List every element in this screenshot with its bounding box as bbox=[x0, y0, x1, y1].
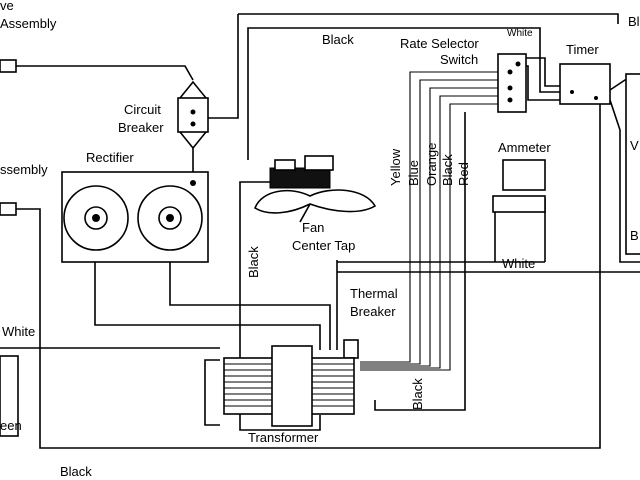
label-assembly-left: ssembly bbox=[0, 162, 48, 177]
label-red: Red bbox=[456, 162, 471, 186]
lower-plug bbox=[0, 202, 17, 216]
timer bbox=[559, 63, 611, 105]
circuit-breaker bbox=[177, 80, 209, 150]
label-thermal-breaker-line2: Breaker bbox=[350, 304, 396, 319]
label-thermal-breaker-line1: Thermal bbox=[350, 286, 398, 301]
label-right-edge-v: V bbox=[630, 138, 639, 153]
label-black-vertical: Black bbox=[246, 246, 261, 278]
label-circuit-breaker-line2: Breaker bbox=[118, 120, 164, 135]
label-fan-line1: Fan bbox=[302, 220, 324, 235]
rectifier bbox=[61, 171, 209, 263]
label-valve-line2: Assembly bbox=[0, 16, 57, 31]
top-plug bbox=[0, 59, 17, 73]
label-black-wire: Black bbox=[440, 154, 455, 186]
label-yellow: Yellow bbox=[388, 148, 403, 186]
label-rate-selector-line1: Rate Selector bbox=[400, 36, 479, 51]
label-timer: Timer bbox=[566, 42, 599, 57]
label-black-top: Black bbox=[322, 32, 354, 47]
thermal-breaker bbox=[343, 339, 359, 359]
label-ammeter: Ammeter bbox=[498, 140, 551, 155]
wires bbox=[0, 13, 640, 449]
transformer bbox=[223, 345, 355, 427]
label-fan-line2: Center Tap bbox=[292, 238, 355, 253]
label-rectifier: Rectifier bbox=[86, 150, 134, 165]
label-rate-selector-line2: Switch bbox=[440, 52, 478, 67]
fan bbox=[254, 155, 377, 223]
label-orange: Orange bbox=[424, 143, 439, 186]
label-circuit-breaker-line1: Circuit bbox=[124, 102, 161, 117]
label-white-switch: White bbox=[507, 28, 533, 39]
rate-selector-switch bbox=[497, 53, 527, 113]
label-white-left: White bbox=[2, 324, 35, 339]
label-white-right: White bbox=[502, 256, 535, 271]
label-blue: Blue bbox=[406, 160, 421, 186]
label-black-top-right: Black bbox=[628, 14, 640, 29]
label-valve-line1: ve bbox=[0, 0, 14, 13]
label-green-left: een bbox=[0, 418, 22, 433]
left-lower-component bbox=[0, 355, 19, 437]
label-transformer: Transformer bbox=[248, 430, 319, 445]
label-black-vertical-lower: Black bbox=[410, 378, 425, 410]
ammeter bbox=[492, 159, 546, 213]
label-right-edge-b: B bbox=[630, 228, 639, 243]
right-edge-component bbox=[625, 73, 640, 255]
label-black-bottom: Black bbox=[60, 464, 92, 479]
